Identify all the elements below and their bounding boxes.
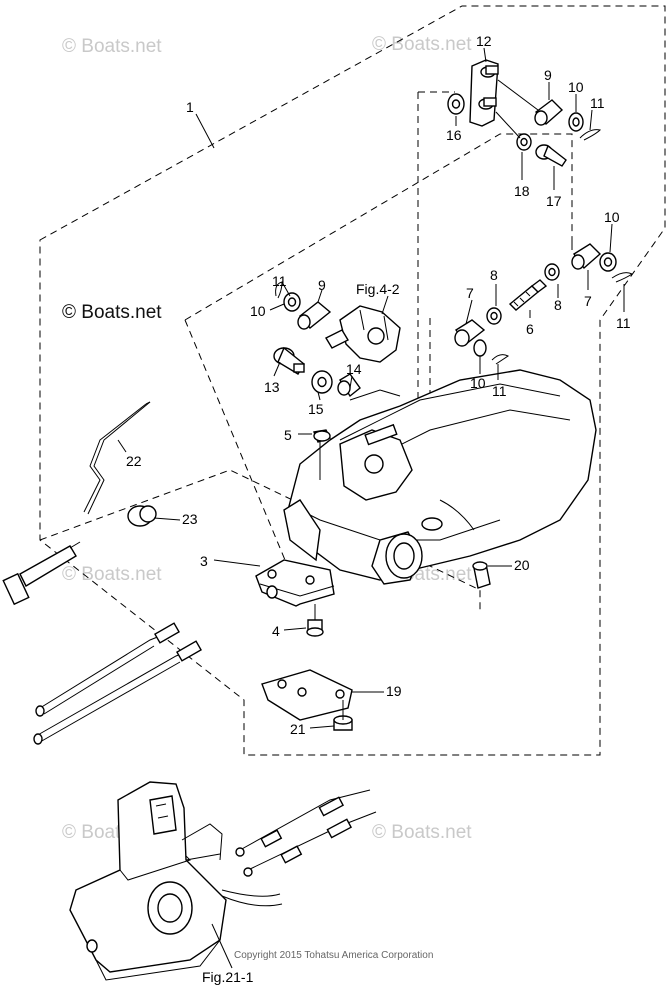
callout-12: 12 bbox=[476, 33, 492, 49]
bushing-14 bbox=[337, 373, 361, 398]
callout-14: 14 bbox=[346, 361, 362, 377]
remote-control-box-fig-21-1 bbox=[69, 781, 227, 981]
link-plate-12 bbox=[469, 59, 499, 127]
callout-10: 10 bbox=[568, 79, 584, 95]
watermark: © Boats.net bbox=[62, 302, 162, 323]
callout-10: 10 bbox=[604, 209, 620, 225]
callout-10: 10 bbox=[250, 303, 266, 319]
engine-mount-base bbox=[283, 369, 597, 585]
callout-6: 6 bbox=[526, 321, 534, 337]
callout-8: 8 bbox=[554, 297, 562, 313]
callout-11: 11 bbox=[492, 383, 507, 399]
callout-1: 1 bbox=[186, 99, 194, 115]
callout-19: 19 bbox=[386, 683, 402, 699]
washer-16 bbox=[447, 93, 465, 115]
callout-23: 23 bbox=[182, 511, 198, 527]
bolt-4 bbox=[306, 619, 324, 637]
assembly-boundary bbox=[39, 5, 666, 756]
callout-18: 18 bbox=[514, 183, 530, 199]
washer-8-b bbox=[486, 307, 502, 325]
fig-ref-4-2: Fig.4-2 bbox=[356, 281, 400, 297]
callout-9: 9 bbox=[318, 277, 326, 293]
rod-6 bbox=[508, 279, 548, 311]
callout-7: 7 bbox=[466, 285, 474, 301]
callout-11: 11 bbox=[616, 315, 631, 331]
pin-17 bbox=[535, 144, 567, 167]
watermark: © Boats.net bbox=[372, 34, 472, 55]
washer-8-a bbox=[544, 263, 560, 281]
callout-20: 20 bbox=[514, 557, 530, 573]
nut-5 bbox=[313, 429, 331, 443]
washer-18 bbox=[516, 133, 532, 151]
pin-13 bbox=[273, 346, 305, 375]
collar-9-top bbox=[534, 99, 564, 126]
washer-10-top bbox=[568, 112, 584, 132]
callout-11: 11 bbox=[590, 95, 605, 111]
callout-7: 7 bbox=[584, 293, 592, 309]
callout-5: 5 bbox=[284, 427, 292, 443]
washer-10-left bbox=[283, 292, 301, 312]
inner-boundary bbox=[184, 133, 573, 321]
control-cables-upper bbox=[33, 622, 202, 745]
watermark: © Boats.net bbox=[62, 36, 162, 57]
washer-10-mid bbox=[473, 339, 487, 357]
callout-16: 16 bbox=[446, 127, 462, 143]
callout-10: 10 bbox=[470, 375, 486, 391]
washer-10-right bbox=[599, 252, 617, 272]
bracket-3 bbox=[255, 559, 335, 607]
rod-22 bbox=[83, 401, 151, 515]
inner-boundary bbox=[184, 319, 286, 561]
callout-4: 4 bbox=[272, 623, 280, 639]
callout-3: 3 bbox=[200, 553, 208, 569]
collar-9-left bbox=[297, 301, 332, 330]
callout-11: 11 bbox=[272, 273, 287, 289]
clip-11-mid bbox=[491, 354, 509, 365]
callout-13: 13 bbox=[264, 379, 280, 395]
grommet-23 bbox=[127, 505, 157, 527]
bolt-20 bbox=[472, 561, 491, 589]
watermark: © Boats.net bbox=[372, 822, 472, 843]
callout-22: 22 bbox=[126, 453, 142, 469]
clip-11-right bbox=[611, 272, 633, 283]
copyright-notice: Copyright 2015 Tohatsu America Corporati… bbox=[234, 950, 433, 961]
washer-15 bbox=[311, 370, 333, 394]
collar-7-right bbox=[571, 243, 602, 270]
callout-9: 9 bbox=[544, 67, 552, 83]
remote-cables bbox=[221, 789, 377, 907]
shift-bracket-fig-4-2 bbox=[325, 305, 401, 363]
clip-11-top bbox=[579, 129, 602, 141]
plate-19 bbox=[261, 669, 353, 721]
cable-end bbox=[2, 541, 81, 606]
collar-7-left bbox=[454, 319, 486, 347]
callout-8: 8 bbox=[490, 267, 498, 283]
callout-17: 17 bbox=[546, 193, 562, 209]
fig-ref-21-1: Fig.21-1 bbox=[202, 969, 254, 985]
watermark: © Boats.net bbox=[62, 564, 162, 585]
callout-21: 21 bbox=[290, 721, 306, 737]
callout-15: 15 bbox=[308, 401, 324, 417]
